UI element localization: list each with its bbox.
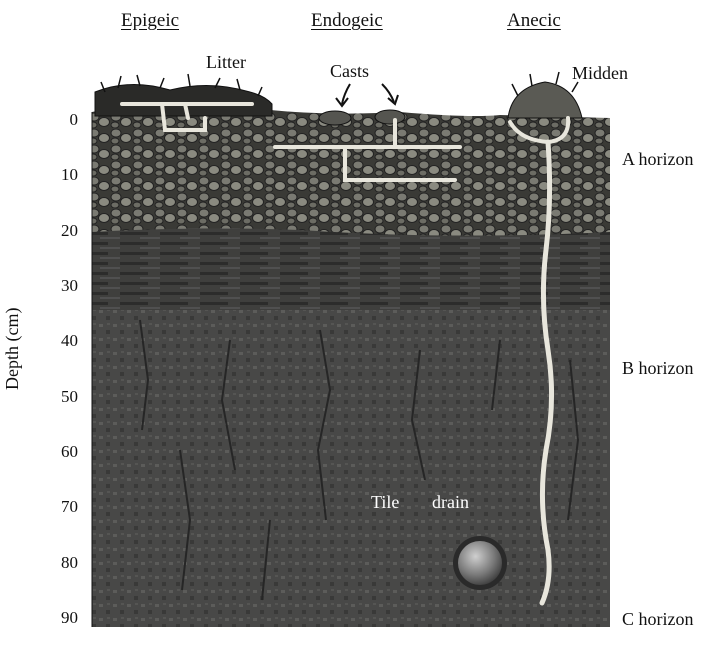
label-c-horizon: C horizon bbox=[622, 610, 694, 628]
b-horizon-bands bbox=[92, 225, 610, 310]
category-epigeic: Epigeic bbox=[121, 11, 179, 30]
depth-tick-80: 80 bbox=[48, 553, 78, 573]
depth-tick-60: 60 bbox=[48, 442, 78, 462]
label-a-horizon: A horizon bbox=[622, 150, 694, 168]
label-drain: drain bbox=[432, 493, 469, 511]
tile-drain-pipe bbox=[458, 541, 502, 585]
label-litter: Litter bbox=[206, 53, 246, 71]
category-anecic: Anecic bbox=[507, 11, 561, 30]
label-b-horizon: B horizon bbox=[622, 359, 694, 377]
label-casts: Casts bbox=[330, 62, 369, 80]
depth-tick-70: 70 bbox=[48, 497, 78, 517]
category-endogeic: Endogeic bbox=[311, 11, 383, 30]
depth-axis-label: Depth (cm) bbox=[2, 308, 23, 390]
depth-tick-90: 90 bbox=[48, 608, 78, 628]
midden-mound bbox=[508, 82, 582, 118]
depth-tick-30: 30 bbox=[48, 276, 78, 296]
label-tile: Tile bbox=[371, 493, 399, 511]
litter-layer bbox=[95, 84, 272, 116]
a-horizon-aggregates bbox=[92, 105, 610, 236]
label-midden: Midden bbox=[572, 64, 628, 82]
depth-tick-20: 20 bbox=[48, 221, 78, 241]
depth-tick-50: 50 bbox=[48, 387, 78, 407]
casts-arrows bbox=[336, 84, 398, 106]
depth-tick-0: 0 bbox=[48, 110, 78, 130]
depth-tick-10: 10 bbox=[48, 165, 78, 185]
depth-tick-40: 40 bbox=[48, 331, 78, 351]
